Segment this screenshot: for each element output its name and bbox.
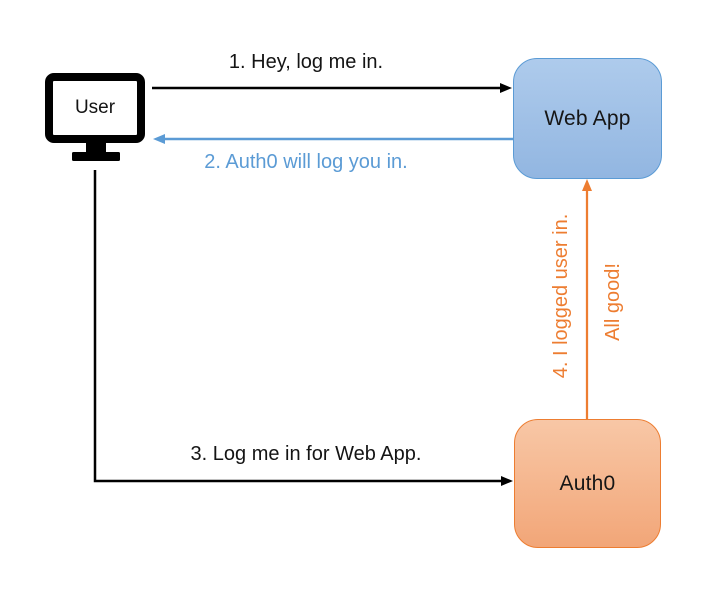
monitor-stand-base (72, 152, 120, 161)
auth0-node: Auth0 (514, 419, 661, 548)
arrow-3-user-to-auth0 (93, 170, 513, 486)
auth0-node-label: Auth0 (559, 471, 616, 495)
user-node-label: User (74, 97, 116, 118)
message-2-label: 2. Auth0 will log you in. (204, 151, 408, 173)
message-4-label: 4. I logged user in. (550, 213, 572, 379)
monitor-stand-neck (86, 141, 106, 154)
message-3-label: 3. Log me in for Web App. (190, 443, 422, 465)
message-1-label: 1. Hey, log me in. (228, 51, 384, 73)
web-app-node: Web App (513, 58, 662, 179)
web-app-node-label: Web App (544, 106, 631, 130)
message-4b-label: All good! (602, 263, 624, 341)
monitor-screen-frame (45, 73, 145, 143)
user-monitor-icon (45, 73, 145, 161)
